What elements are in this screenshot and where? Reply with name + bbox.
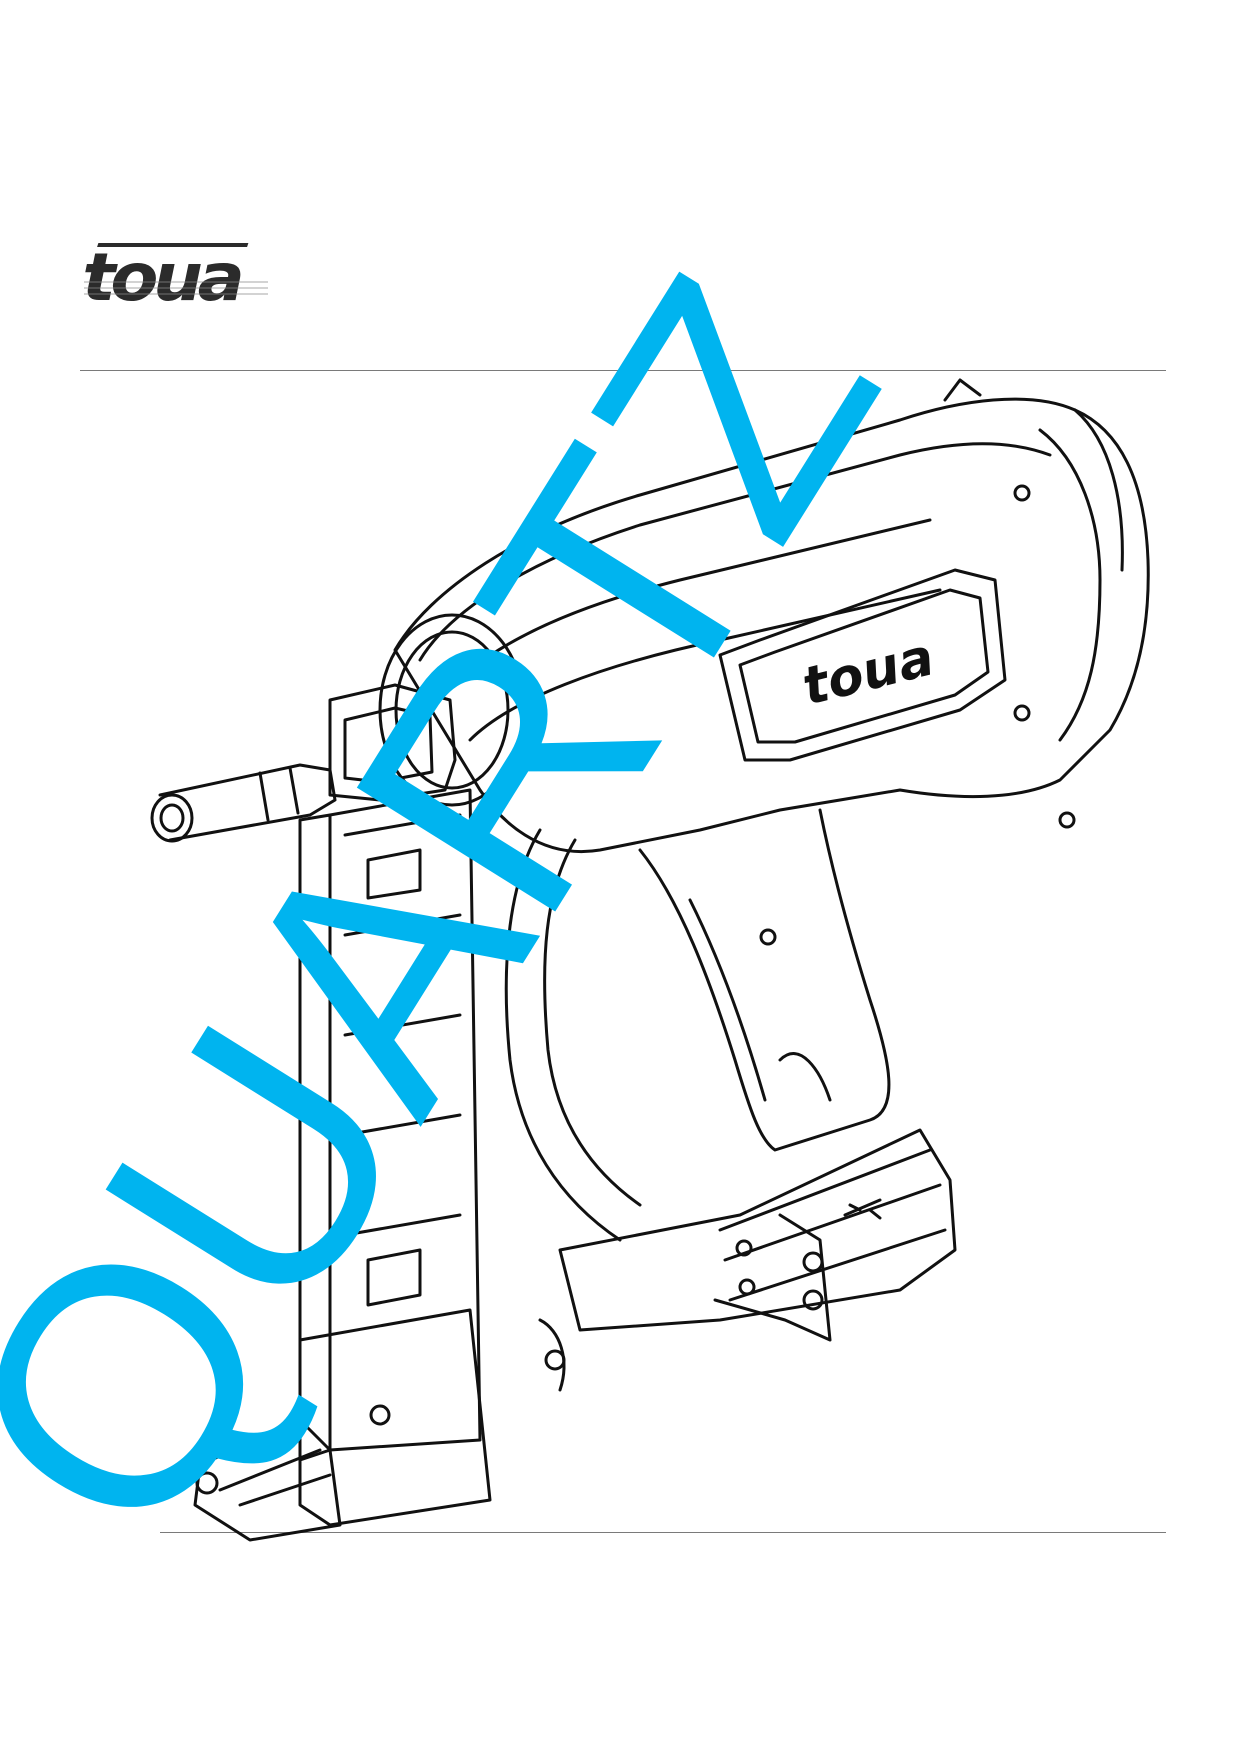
svg-text:toua: toua xyxy=(82,240,241,308)
tool-badge-text: toua xyxy=(797,627,940,717)
toua-logo: toua xyxy=(82,240,268,308)
top-divider xyxy=(80,370,1166,371)
bottom-divider xyxy=(160,1532,1166,1533)
